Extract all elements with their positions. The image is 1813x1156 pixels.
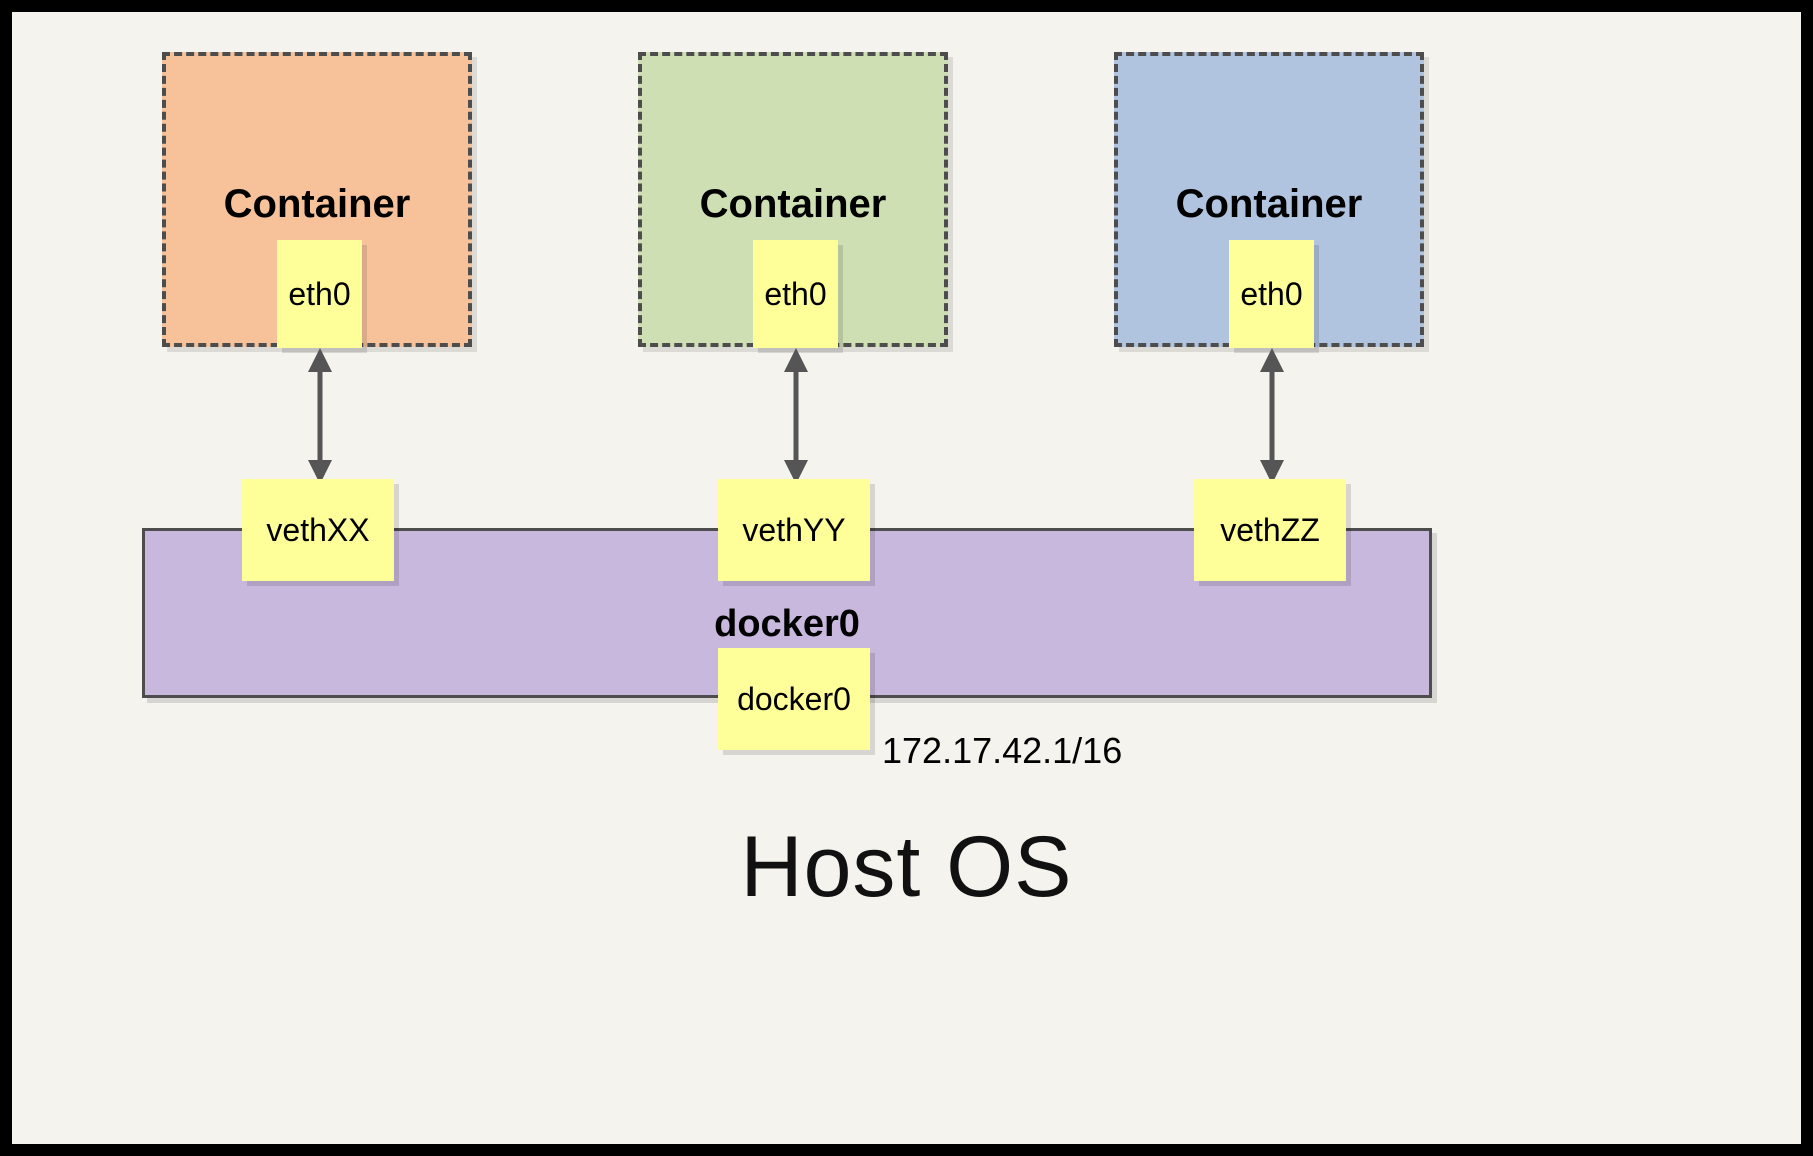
docker0-ip-label: 172.17.42.1/16 [882,730,1123,771]
container-eth0-chip-1[interactable]: eth0 [277,240,362,348]
veth-link-arrow-3 [1254,348,1290,484]
docker0-bridge-label: docker0 [714,603,860,645]
veth-link-arrow-2 [778,348,814,484]
veth-link-arrow-1 [302,348,338,484]
veth-chip-3[interactable]: vethZZ [1194,479,1346,581]
host-os-label: Host OS [740,819,1073,915]
double-headed-arrow-icon [308,348,332,484]
double-headed-arrow-icon [1260,348,1284,484]
double-headed-arrow-icon [784,348,808,484]
veth-chip-2[interactable]: vethYY [718,479,870,581]
container-title-2: Container [699,182,887,226]
docker0-interface-chip[interactable]: docker0 [718,648,870,750]
container-eth0-chip-2[interactable]: eth0 [753,240,838,348]
container-title-3: Container [1175,182,1363,226]
container-eth0-chip-3[interactable]: eth0 [1229,240,1314,348]
veth-chip-1[interactable]: vethXX [242,479,394,581]
diagram-page: Container eth0 Container eth0 Cont [12,12,1801,1144]
container-title-1: Container [223,182,411,226]
